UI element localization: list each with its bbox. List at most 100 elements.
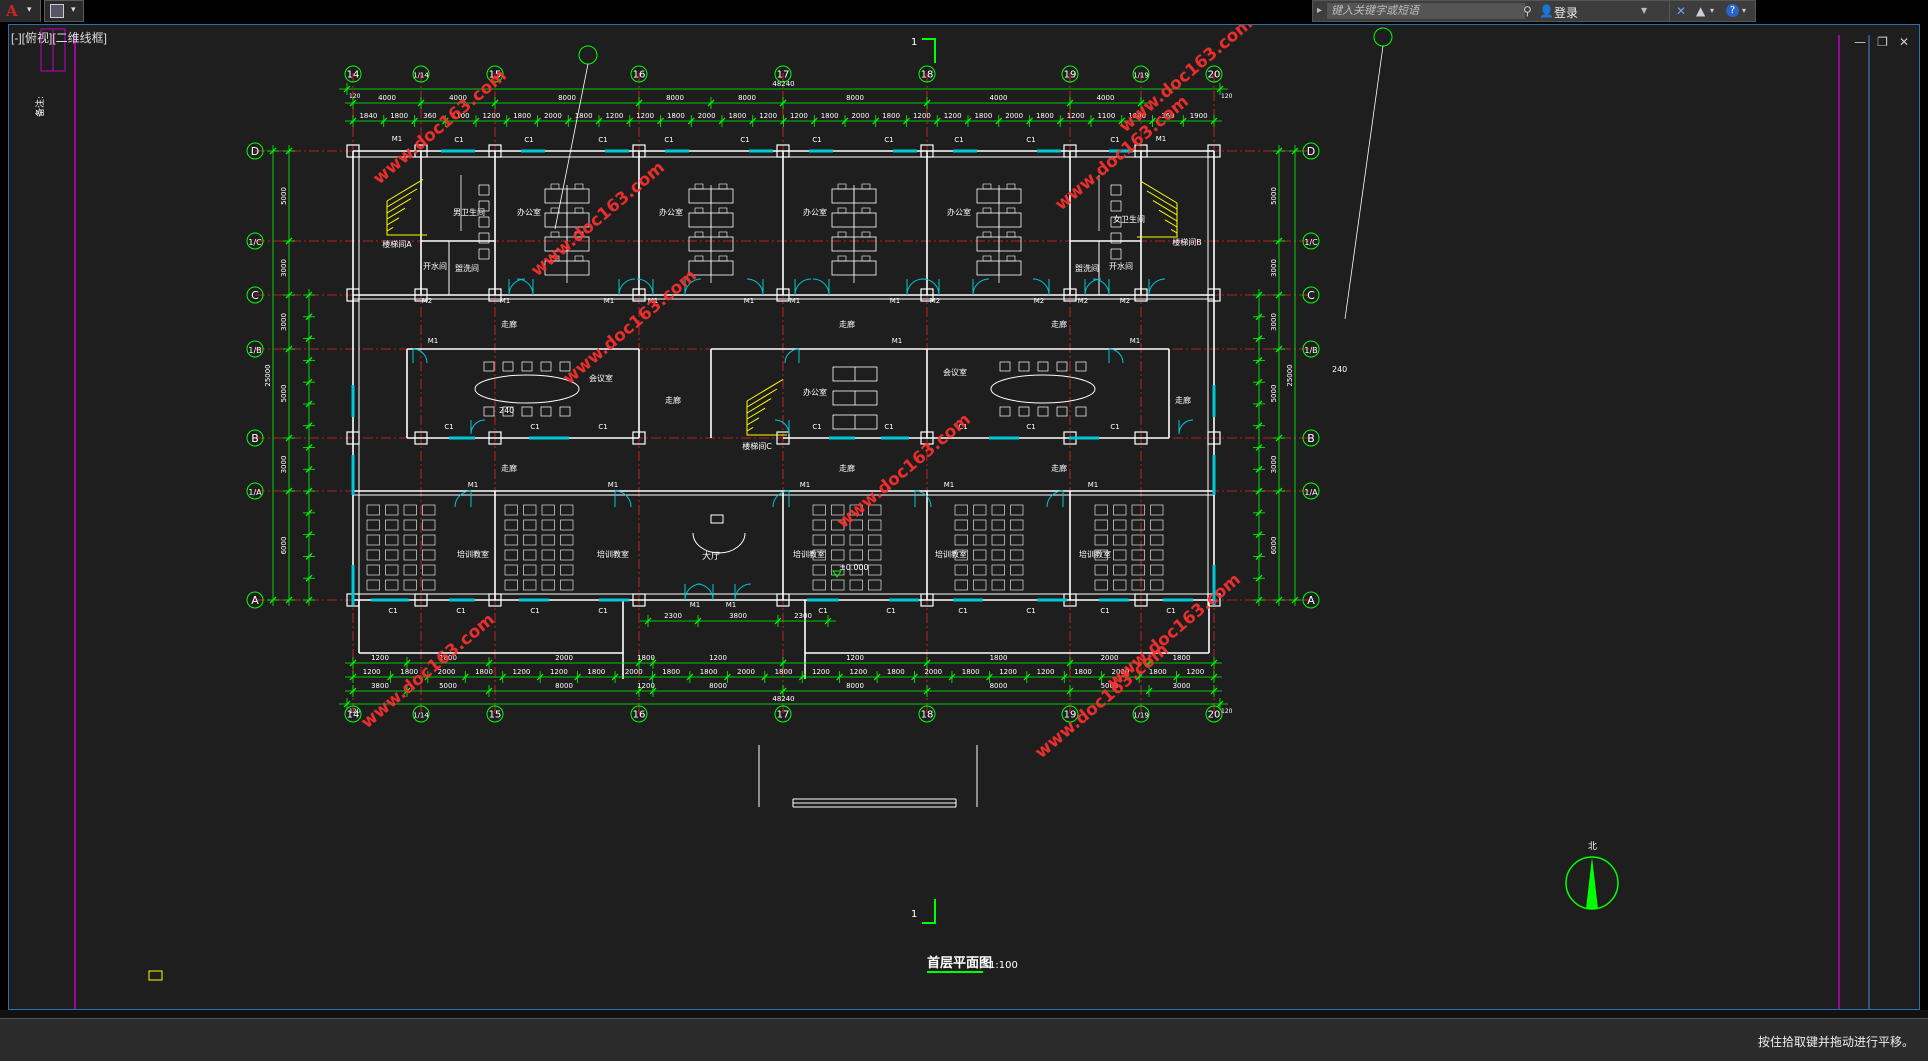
expand-arrow-icon[interactable]: ▸ — [1317, 5, 1323, 16]
dim-right: 5000 — [1270, 385, 1278, 403]
dim-top-2: 1800 — [390, 112, 408, 120]
dim-tick — [749, 117, 757, 125]
dim-tick — [779, 659, 787, 667]
door-swing — [794, 278, 812, 296]
dim-tick — [491, 99, 499, 107]
classroom-desk — [849, 549, 863, 561]
room-men-toilet: 男卫生间 — [453, 207, 485, 217]
dim-tick — [649, 659, 657, 667]
dim-bottom-1: 1200 — [637, 682, 655, 690]
classroom-desk — [831, 534, 845, 546]
exchange-x-icon[interactable]: ✕ — [1676, 4, 1687, 18]
grid-bubble-row — [1302, 340, 1320, 358]
column — [920, 431, 934, 445]
close-icon[interactable]: ✕ — [1898, 35, 1909, 49]
dim-right: 6000 — [1270, 537, 1278, 555]
dim-bottom-2: 1800 — [962, 668, 980, 676]
grid-bubble-row — [246, 482, 264, 500]
classroom-desk — [954, 564, 968, 576]
door-tag: M1 — [468, 481, 479, 489]
classroom-desk — [1094, 504, 1108, 516]
minimize-icon[interactable]: — — [1853, 35, 1866, 49]
chair — [837, 255, 847, 262]
door-swing — [1148, 278, 1166, 296]
dim-tick — [1066, 687, 1074, 695]
stair-tread — [386, 226, 394, 232]
door-swing — [1092, 278, 1110, 296]
chevron-down-icon[interactable]: ▾ — [1710, 6, 1715, 15]
dim-tick — [1216, 700, 1224, 708]
dim-tick — [686, 673, 694, 681]
chair — [837, 183, 847, 190]
dim-bottom-2a: 1800 — [1173, 654, 1191, 662]
door-swing — [734, 583, 752, 601]
dim-bottom-2: 2000 — [625, 668, 643, 676]
dim-bottom-2: 1800 — [662, 668, 680, 676]
column — [632, 144, 646, 158]
door-tag: M2 — [422, 297, 433, 305]
column — [1134, 144, 1148, 158]
classroom-desk — [523, 504, 537, 516]
drawing-window-controls: — ❐ ✕ — [1848, 31, 1909, 50]
search-input[interactable] — [1327, 3, 1525, 19]
dim-tick — [723, 673, 731, 681]
classroom-desk — [385, 504, 399, 516]
dim-tick — [1255, 335, 1263, 342]
toilet — [1110, 232, 1122, 244]
window-tag: C1 — [530, 423, 539, 431]
dim-tick — [269, 596, 277, 604]
chevron-down-icon[interactable]: ▾ — [71, 5, 76, 15]
room-stair-a: 楼梯间A — [382, 239, 412, 249]
user-icon[interactable]: 👤 — [1539, 4, 1554, 18]
classroom-desk — [541, 504, 555, 516]
save-icon[interactable] — [50, 4, 64, 18]
binoculars-icon[interactable]: ⚲ — [1523, 4, 1532, 18]
dim-edge: 120 — [1221, 708, 1233, 715]
classroom-desk — [1010, 549, 1024, 561]
restore-icon[interactable]: ❐ — [1877, 35, 1888, 49]
window-tag: C1 — [818, 607, 827, 615]
window-tag: C1 — [1026, 136, 1035, 144]
classroom-desk — [1094, 564, 1108, 576]
classroom-desk — [991, 519, 1005, 531]
room-meeting-left: 会议室 — [589, 373, 613, 383]
dim-tick — [1216, 85, 1224, 93]
room-office: 办公室 — [659, 207, 683, 217]
a360-icon[interactable]: ▲ — [1696, 4, 1706, 18]
grid-bubble-col — [1132, 705, 1150, 723]
classroom-desk — [523, 579, 537, 591]
toilet — [1110, 248, 1122, 260]
room-corridor: 走廊 — [839, 463, 855, 473]
help-icon[interactable]: ? — [1726, 4, 1739, 17]
classroom-desk — [560, 534, 574, 546]
room-office-mid: 办公室 — [803, 387, 827, 397]
dim-top-1: 8000 — [558, 94, 576, 102]
classroom-desk — [812, 504, 826, 516]
classroom-desk — [385, 519, 399, 531]
chevron-down-icon[interactable]: ▾ — [1742, 6, 1747, 15]
dim-240-left: 240 — [499, 406, 514, 415]
application-menu-button[interactable]: A ▾ — [0, 0, 41, 22]
classroom-desk — [973, 534, 987, 546]
classroom-desk — [541, 534, 555, 546]
entrance-steps — [758, 745, 978, 808]
login-button[interactable]: 登录 — [1554, 6, 1579, 20]
dim-tick — [1255, 378, 1263, 386]
grid-bubble-row-label: C — [251, 289, 259, 302]
grid-bubble-row-label: C — [1307, 289, 1315, 302]
classroom-desk — [560, 564, 574, 576]
chair — [502, 406, 514, 417]
viewport-controls-label[interactable]: [-][俯视][二维线框] — [11, 31, 108, 45]
quick-access-toolbar[interactable]: ▾ — [44, 0, 84, 22]
chair — [559, 361, 571, 372]
chevron-down-icon[interactable]: ▼ — [1641, 6, 1648, 15]
horizontal-scrollbar[interactable] — [0, 1010, 1928, 1018]
toilet — [1110, 216, 1122, 228]
dim-tick — [1026, 117, 1033, 125]
chevron-down-icon: ▾ — [27, 5, 32, 15]
column — [920, 593, 934, 607]
column — [414, 144, 428, 158]
dim-tick — [1275, 596, 1283, 604]
chair — [1018, 361, 1030, 372]
